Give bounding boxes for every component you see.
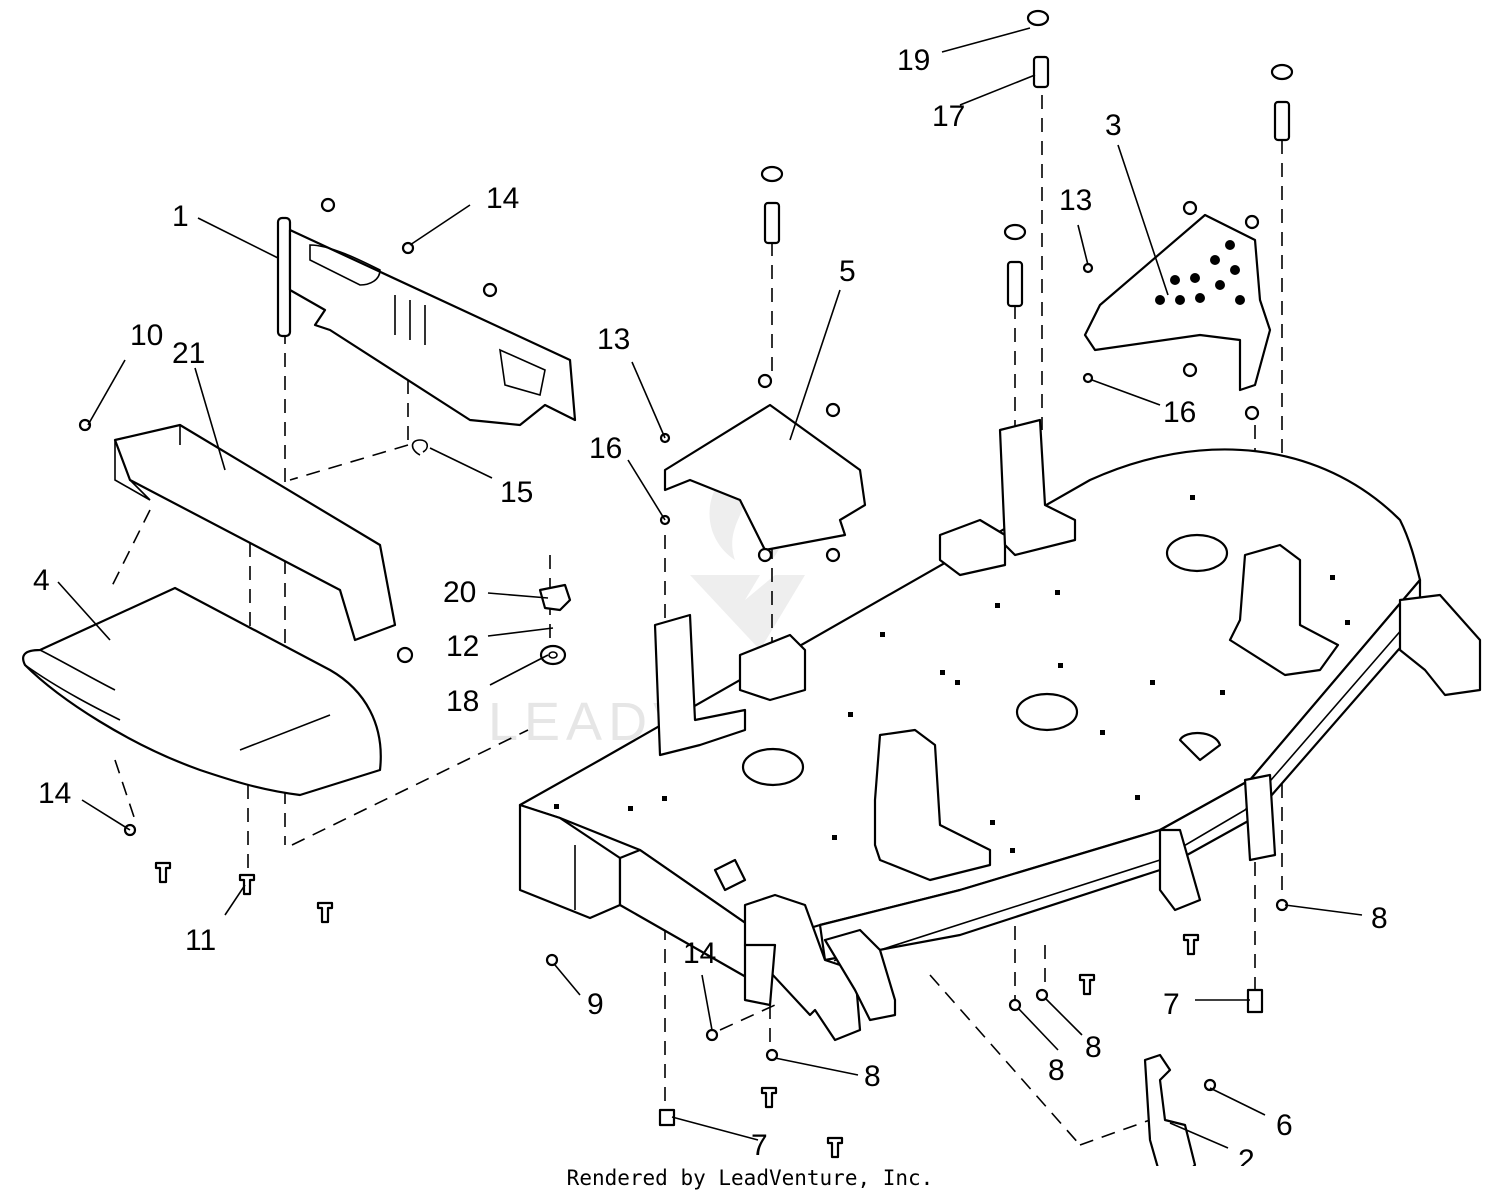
- callout-13: 13: [597, 323, 630, 356]
- callout-17: 17: [932, 100, 965, 133]
- callout-5: 5: [839, 255, 856, 288]
- callout-8: 8: [1048, 1054, 1065, 1087]
- callout-19: 19: [897, 44, 930, 77]
- callout-13: 13: [1059, 184, 1092, 217]
- callout-6: 6: [1276, 1109, 1293, 1142]
- callout-8: 8: [864, 1060, 881, 1093]
- callout-8: 8: [1371, 902, 1388, 935]
- callout-11: 11: [185, 924, 216, 957]
- callout-14: 14: [38, 777, 71, 810]
- render-credit: Rendered by LeadVenture, Inc.: [566, 1166, 934, 1190]
- part-3-heel-plate: [1083, 213, 1272, 392]
- fasteners: [78, 9, 1294, 1159]
- leader-lines: [57, 27, 1363, 1149]
- callout-18: 18: [446, 685, 479, 718]
- part-1-bracket: [276, 216, 577, 427]
- callout-12: 12: [446, 630, 479, 663]
- callout-16: 16: [1163, 396, 1196, 429]
- part-2-latch: [1143, 1053, 1197, 1166]
- part-5-shield: [663, 403, 867, 552]
- callout-16: 16: [589, 432, 622, 465]
- exploded-parts-diagram: LEADVENTURE: [22, 9, 1482, 1166]
- mower-deck: [518, 418, 1482, 1042]
- callout-14: 14: [486, 182, 519, 215]
- callout-7: 7: [751, 1129, 768, 1162]
- part-4-cover: [22, 586, 382, 797]
- callout-2: 2: [1238, 1144, 1255, 1166]
- callout-8: 8: [1085, 1031, 1102, 1064]
- part-21-guard: [113, 423, 397, 642]
- part-18-bushing: [539, 644, 567, 666]
- callout-labels: 1 14 10 21 15 4 14 11 20 12 18 13 16 5 1…: [33, 44, 1388, 1166]
- callout-10: 10: [130, 319, 163, 352]
- part-20-knob: [538, 583, 572, 612]
- callout-9: 9: [587, 988, 604, 1021]
- deck-holes: [554, 495, 1350, 853]
- callout-20: 20: [443, 576, 476, 609]
- callout-15: 15: [500, 476, 533, 509]
- callout-14: 14: [683, 937, 716, 970]
- callout-4: 4: [33, 564, 50, 597]
- callout-3: 3: [1105, 109, 1122, 142]
- heel-plate-holes: [1155, 240, 1245, 305]
- callout-21: 21: [172, 337, 205, 370]
- callout-7: 7: [1163, 988, 1180, 1021]
- callout-1: 1: [172, 200, 189, 233]
